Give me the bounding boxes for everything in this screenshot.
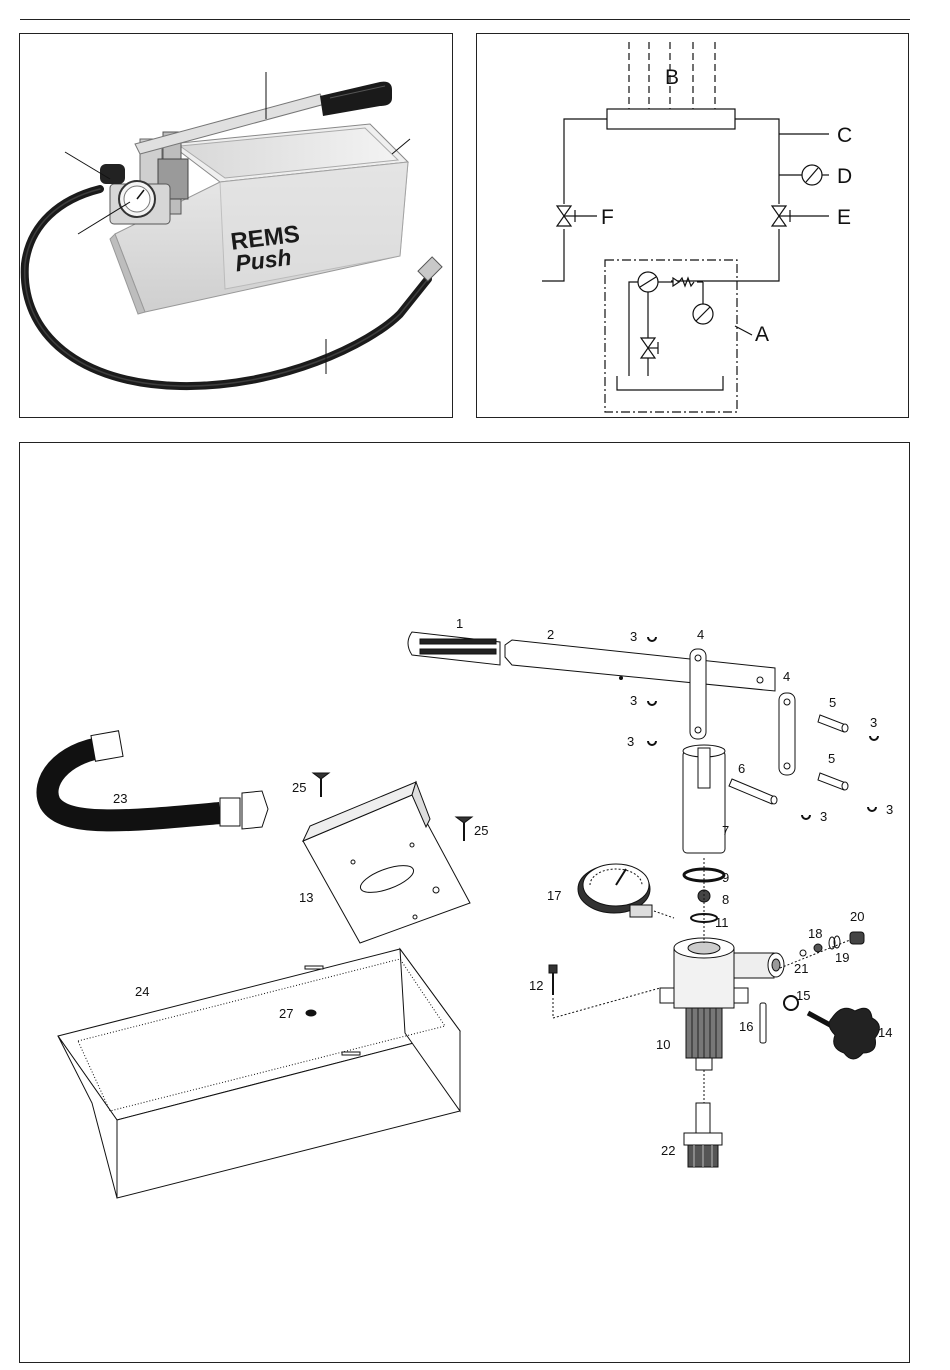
label-part-21: 21 bbox=[794, 961, 808, 976]
label-part-5: 5 bbox=[828, 751, 835, 766]
label-part-7: 7 bbox=[722, 823, 729, 838]
schematic-panel: B C D E F A bbox=[476, 33, 909, 418]
label-part-3: 3 bbox=[820, 809, 827, 824]
part-17-pressure-gauge bbox=[578, 864, 652, 917]
part-1-handle-grip bbox=[408, 632, 500, 665]
exploded-view-panel: 1 2 3 3 3 3 3 3 4 4 5 5 6 7 8 9 10 11 12… bbox=[19, 442, 910, 1363]
pressure-gauge-photo bbox=[119, 181, 155, 217]
pipe-right bbox=[735, 119, 779, 204]
label-b: B bbox=[665, 66, 679, 89]
label-part-11: 11 bbox=[715, 915, 729, 930]
label-part-3: 3 bbox=[630, 693, 637, 708]
label-part-4: 4 bbox=[783, 669, 790, 684]
pump-unit-a bbox=[605, 260, 752, 412]
label-part-25: 25 bbox=[474, 823, 488, 838]
pipe-right-lower bbox=[671, 229, 779, 281]
label-a: A bbox=[755, 323, 769, 346]
part-7-piston bbox=[683, 745, 725, 853]
label-part-3: 3 bbox=[886, 802, 893, 817]
part-16-pin bbox=[760, 1003, 766, 1043]
label-part-24: 24 bbox=[135, 984, 149, 999]
label-part-23: 23 bbox=[113, 791, 127, 806]
top-rule bbox=[20, 19, 910, 20]
pipe-left bbox=[564, 119, 607, 204]
label-part-3: 3 bbox=[630, 629, 637, 644]
part-6-pin bbox=[729, 779, 777, 804]
label-part-15: 15 bbox=[796, 988, 810, 1003]
part-21-ball bbox=[800, 950, 806, 956]
label-part-25: 25 bbox=[292, 780, 306, 795]
valve-f-symbol bbox=[557, 206, 597, 226]
part-14-release-knob bbox=[808, 1008, 879, 1059]
product-photo-panel: REMS Push bbox=[19, 33, 453, 418]
part-24-tank bbox=[58, 949, 460, 1198]
label-c: C bbox=[837, 124, 852, 147]
label-part-8: 8 bbox=[722, 892, 729, 907]
exploded-parts-diagram: 1 2 3 3 3 3 3 3 4 4 5 5 6 7 8 9 10 11 12… bbox=[20, 443, 909, 1362]
label-part-27: 27 bbox=[279, 1006, 293, 1021]
part-27-plug bbox=[306, 1010, 316, 1016]
part-10-suction-body bbox=[686, 1008, 722, 1070]
product-photo: REMS Push bbox=[20, 34, 452, 417]
manifold bbox=[607, 109, 735, 129]
label-part-10: 10 bbox=[656, 1037, 670, 1052]
label-part-18: 18 bbox=[808, 926, 822, 941]
label-part-3: 3 bbox=[627, 734, 634, 749]
label-part-20: 20 bbox=[850, 909, 864, 924]
part-19-spring bbox=[829, 936, 840, 949]
label-part-2: 2 bbox=[547, 627, 554, 642]
part-13-base-plate bbox=[303, 782, 470, 943]
label-part-6: 6 bbox=[738, 761, 745, 776]
label-part-22: 22 bbox=[661, 1143, 675, 1158]
part-20-plug bbox=[850, 932, 864, 944]
label-part-1: 1 bbox=[456, 616, 463, 631]
label-part-5: 5 bbox=[829, 695, 836, 710]
test-setup-schematic: B C D E F A bbox=[477, 34, 908, 417]
gauge-d-symbol bbox=[779, 165, 829, 185]
label-part-9: 9 bbox=[722, 870, 729, 885]
part-22-foot-valve bbox=[684, 1103, 722, 1167]
label-part-13: 13 bbox=[299, 890, 313, 905]
part-12-screw bbox=[549, 965, 557, 995]
label-part-3: 3 bbox=[870, 715, 877, 730]
label-part-4: 4 bbox=[697, 627, 704, 642]
label-d: D bbox=[837, 165, 852, 188]
label-part-16: 16 bbox=[739, 1019, 753, 1034]
label-part-14: 14 bbox=[878, 1025, 892, 1040]
part-18-seal bbox=[814, 944, 822, 952]
pipe-left-lower bbox=[542, 229, 564, 281]
label-part-17: 17 bbox=[547, 888, 561, 903]
valve-e-symbol bbox=[772, 206, 829, 226]
label-e: E bbox=[837, 206, 851, 229]
part-2-lever bbox=[505, 640, 775, 691]
pump-body bbox=[660, 938, 784, 1008]
part-23-hose bbox=[47, 731, 268, 829]
label-f: F bbox=[601, 206, 614, 229]
label-part-12: 12 bbox=[529, 978, 543, 993]
label-part-19: 19 bbox=[835, 950, 849, 965]
